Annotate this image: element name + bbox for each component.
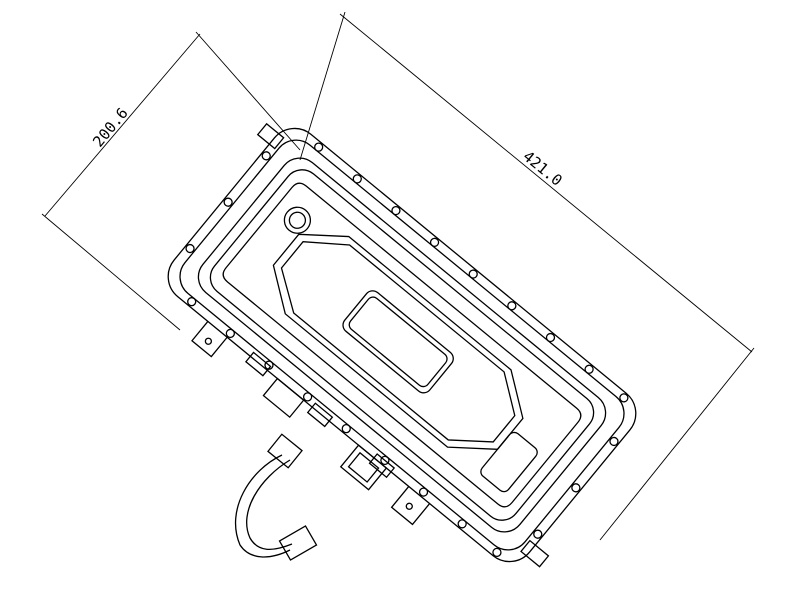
coolant-pipe-inlet — [256, 122, 285, 150]
bolts — [185, 142, 629, 558]
side-panel — [480, 431, 538, 493]
cable-harness — [234, 433, 318, 561]
vent-port — [283, 206, 312, 234]
dimension-width: 200.6 — [41, 31, 301, 331]
dimension-label-width: 200.6 — [89, 104, 132, 150]
coolant-pipe-outlet — [520, 539, 550, 568]
dimension-label-length: 421.0 — [519, 147, 565, 190]
enclosure-body — [167, 122, 637, 568]
dimension-line-length — [339, 13, 753, 353]
dimension-line-width — [44, 33, 201, 217]
connector-left — [262, 377, 305, 419]
mounting-brackets — [191, 320, 431, 526]
extension-line — [195, 31, 301, 151]
lid-rib — [272, 233, 524, 450]
housing-wall — [197, 157, 607, 533]
cable-plug — [278, 525, 318, 561]
extension-line — [599, 347, 755, 541]
cable-gland — [267, 433, 303, 469]
center-panel — [342, 290, 454, 394]
extension-line — [299, 11, 346, 161]
connector-right — [339, 444, 388, 491]
outer-flange — [167, 127, 637, 563]
extension-line — [41, 213, 181, 331]
dimension-length: 421.0 — [299, 11, 755, 541]
lid — [222, 182, 582, 508]
